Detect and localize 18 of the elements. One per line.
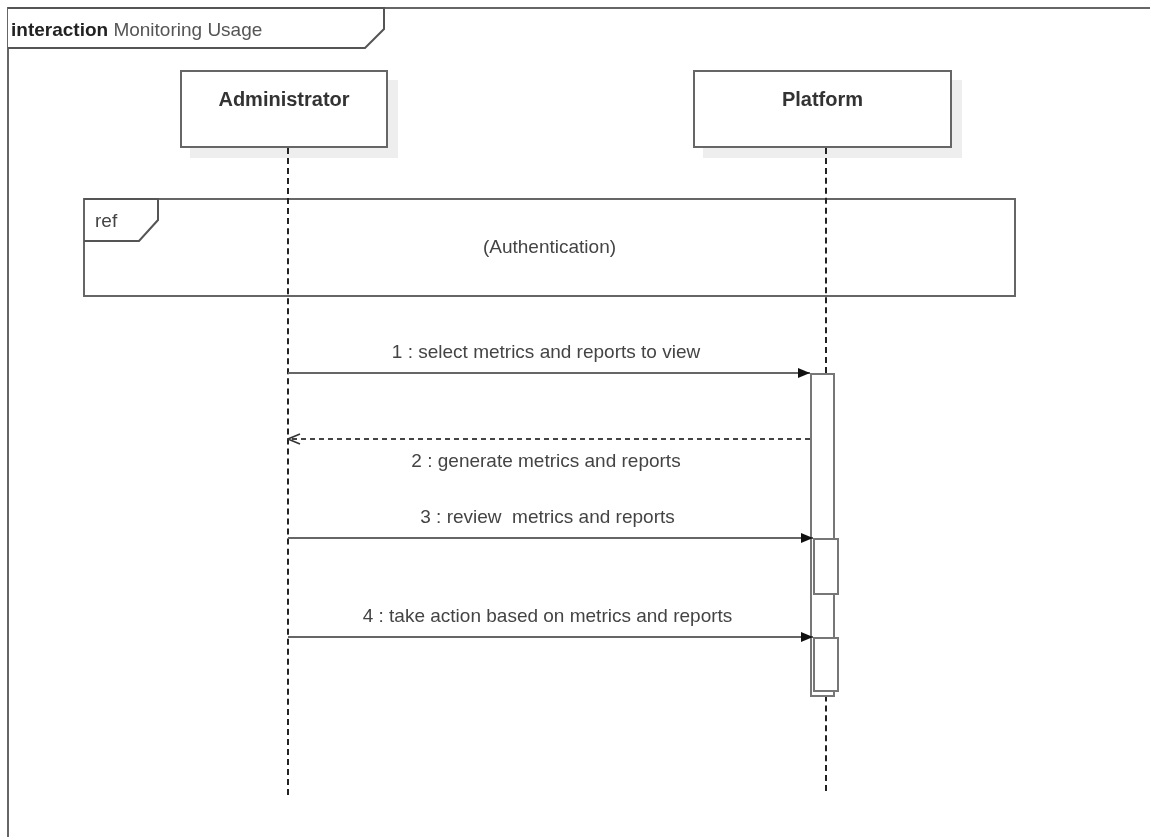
- message-label: 2 : generate metrics and reports: [411, 451, 681, 471]
- ref-keyword: ref: [95, 210, 118, 232]
- ref-fragment: [83, 198, 1016, 297]
- ref-name: (Authentication): [481, 236, 618, 258]
- activation-bar: [813, 637, 839, 692]
- message-label: 3 : review metrics and reports: [420, 507, 675, 527]
- message-arrow: [287, 533, 814, 543]
- message-arrow: [287, 632, 814, 642]
- participant-name: Platform: [781, 88, 864, 112]
- message-label: 4 : take action based on metrics and reports: [362, 606, 733, 626]
- message-label: 1 : select metrics and reports to view: [391, 342, 701, 362]
- interaction-frame: [7, 7, 1150, 837]
- lifeline: [287, 148, 289, 795]
- frame-title: interaction Monitoring Usage: [11, 19, 263, 41]
- activation-bar: [813, 538, 839, 595]
- message-arrow: [287, 368, 811, 378]
- return-message-arrow: [287, 433, 811, 445]
- participant-name: Administrator: [218, 88, 350, 112]
